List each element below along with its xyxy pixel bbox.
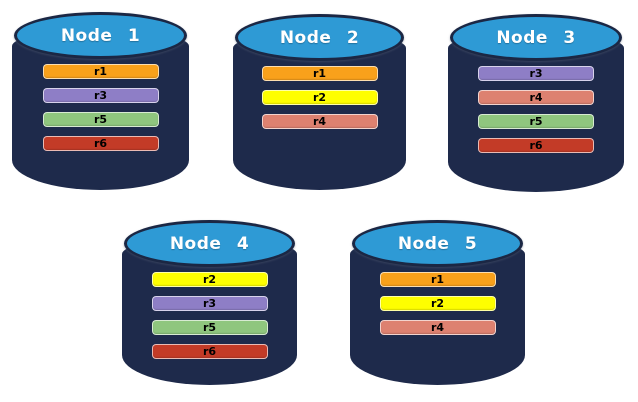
replica-label: r2 [430,297,445,310]
replica-list: r3 r4 r5 r6 [448,66,624,153]
replica-bar-r6: r6 [42,136,159,151]
replica-label: r5 [93,113,108,126]
database-node-4: Node 4 r2 r3 r5 r6 [122,218,297,385]
replica-list: r2 r3 r5 r6 [122,272,297,359]
replica-bar-r4: r4 [379,320,496,335]
cylinder-top: Node 3 [450,14,622,61]
replica-bar-r5: r5 [42,112,159,127]
replica-bar-r1: r1 [42,64,159,79]
replica-label: r1 [93,65,108,78]
replica-bar-r2: r2 [261,90,378,105]
replica-label: r1 [312,67,327,80]
replica-label: r1 [430,273,445,286]
replica-label: r6 [202,345,217,358]
replica-label: r3 [202,297,217,310]
node-title: Node 5 [397,233,478,254]
replica-label: r4 [312,115,327,128]
replica-label: r2 [202,273,217,286]
replica-list: r1 r2 r4 [350,272,525,335]
replica-list: r1 r3 r5 r6 [12,64,189,151]
database-node-3: Node 3 r3 r4 r5 r6 [448,12,624,192]
replica-bar-r2: r2 [151,272,268,287]
replica-bar-r3: r3 [478,66,594,81]
cylinder-top: Node 5 [352,220,523,267]
cylinder-top: Node 4 [124,220,295,267]
replica-label: r4 [430,321,445,334]
replica-bar-r3: r3 [42,88,159,103]
replica-label: r2 [312,91,327,104]
replica-bar-r5: r5 [151,320,268,335]
node-title: Node 3 [496,27,576,48]
replica-bar-r3: r3 [151,296,268,311]
replica-bar-r6: r6 [151,344,268,359]
replica-bar-r4: r4 [261,114,378,129]
replica-bar-r2: r2 [379,296,496,311]
replica-bar-r6: r6 [478,138,594,153]
node-title: Node 4 [169,233,250,254]
replica-label: r4 [529,91,543,104]
replica-bar-r1: r1 [261,66,378,81]
database-node-2: Node 2 r1 r2 r4 [233,12,406,190]
replica-label: r5 [202,321,217,334]
replica-bar-r4: r4 [478,90,594,105]
node-title: Node 2 [279,27,360,48]
replica-label: r3 [529,67,543,80]
replica-label: r6 [529,139,543,152]
cylinder-top: Node 2 [235,14,404,61]
replica-list: r1 r2 r4 [233,66,406,129]
database-node-5: Node 5 r1 r2 r4 [350,218,525,385]
replica-label: r3 [93,89,108,102]
database-node-1: Node 1 r1 r3 r5 r6 [12,10,189,190]
replica-bar-r1: r1 [379,272,496,287]
replica-label: r5 [529,115,543,128]
cylinder-top: Node 1 [14,12,187,59]
replica-label: r6 [93,137,108,150]
replica-bar-r5: r5 [478,114,594,129]
node-title: Node 1 [60,25,141,46]
